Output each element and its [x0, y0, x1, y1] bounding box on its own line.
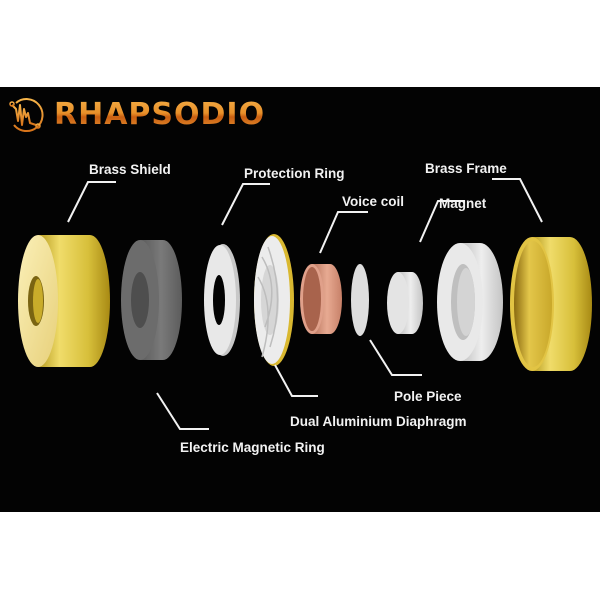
- leader-electric-magnetic-ring: [156, 392, 209, 430]
- protection-ring-component: [204, 244, 240, 356]
- leader-protection-ring: [221, 183, 270, 226]
- label-dual-aluminium-diaphragm: Dual Aluminium Diaphragm: [290, 414, 467, 429]
- brand-logo: RHAPSODIO: [6, 95, 265, 135]
- brand-name: RHAPSODIO: [54, 95, 265, 135]
- leader-brass-shield: [67, 181, 116, 223]
- magnet-ring-component: [437, 243, 503, 361]
- waveform-circle-icon: [9, 98, 44, 133]
- leader-voice-coil: [319, 211, 368, 254]
- label-pole-piece: Pole Piece: [394, 389, 462, 404]
- leader-pole-piece: [369, 339, 422, 376]
- magnet-component: [387, 272, 423, 334]
- brass-frame-component: [510, 237, 592, 371]
- electric-magnetic-ring-component: [121, 240, 182, 360]
- leader-brass-frame: [492, 178, 543, 223]
- voice-coil-component: [300, 264, 342, 334]
- diagram-panel: RHAPSODIO: [0, 87, 600, 512]
- label-electric-magnetic-ring: Electric Magnetic Ring: [180, 440, 325, 455]
- dual-aluminium-diaphragm-component: [254, 234, 294, 366]
- brass-shield-component: [18, 235, 110, 367]
- exploded-view-art: [18, 178, 592, 430]
- pole-piece-component: [351, 264, 369, 336]
- leader-magnet: [419, 200, 465, 243]
- label-magnet: Magnet: [439, 196, 487, 211]
- leader-diaphragm: [274, 364, 318, 397]
- label-protection-ring: Protection Ring: [244, 166, 345, 181]
- label-brass-frame: Brass Frame: [425, 161, 507, 176]
- label-voice-coil: Voice coil: [342, 194, 405, 209]
- label-brass-shield: Brass Shield: [89, 162, 171, 177]
- leader-lines: [67, 178, 543, 430]
